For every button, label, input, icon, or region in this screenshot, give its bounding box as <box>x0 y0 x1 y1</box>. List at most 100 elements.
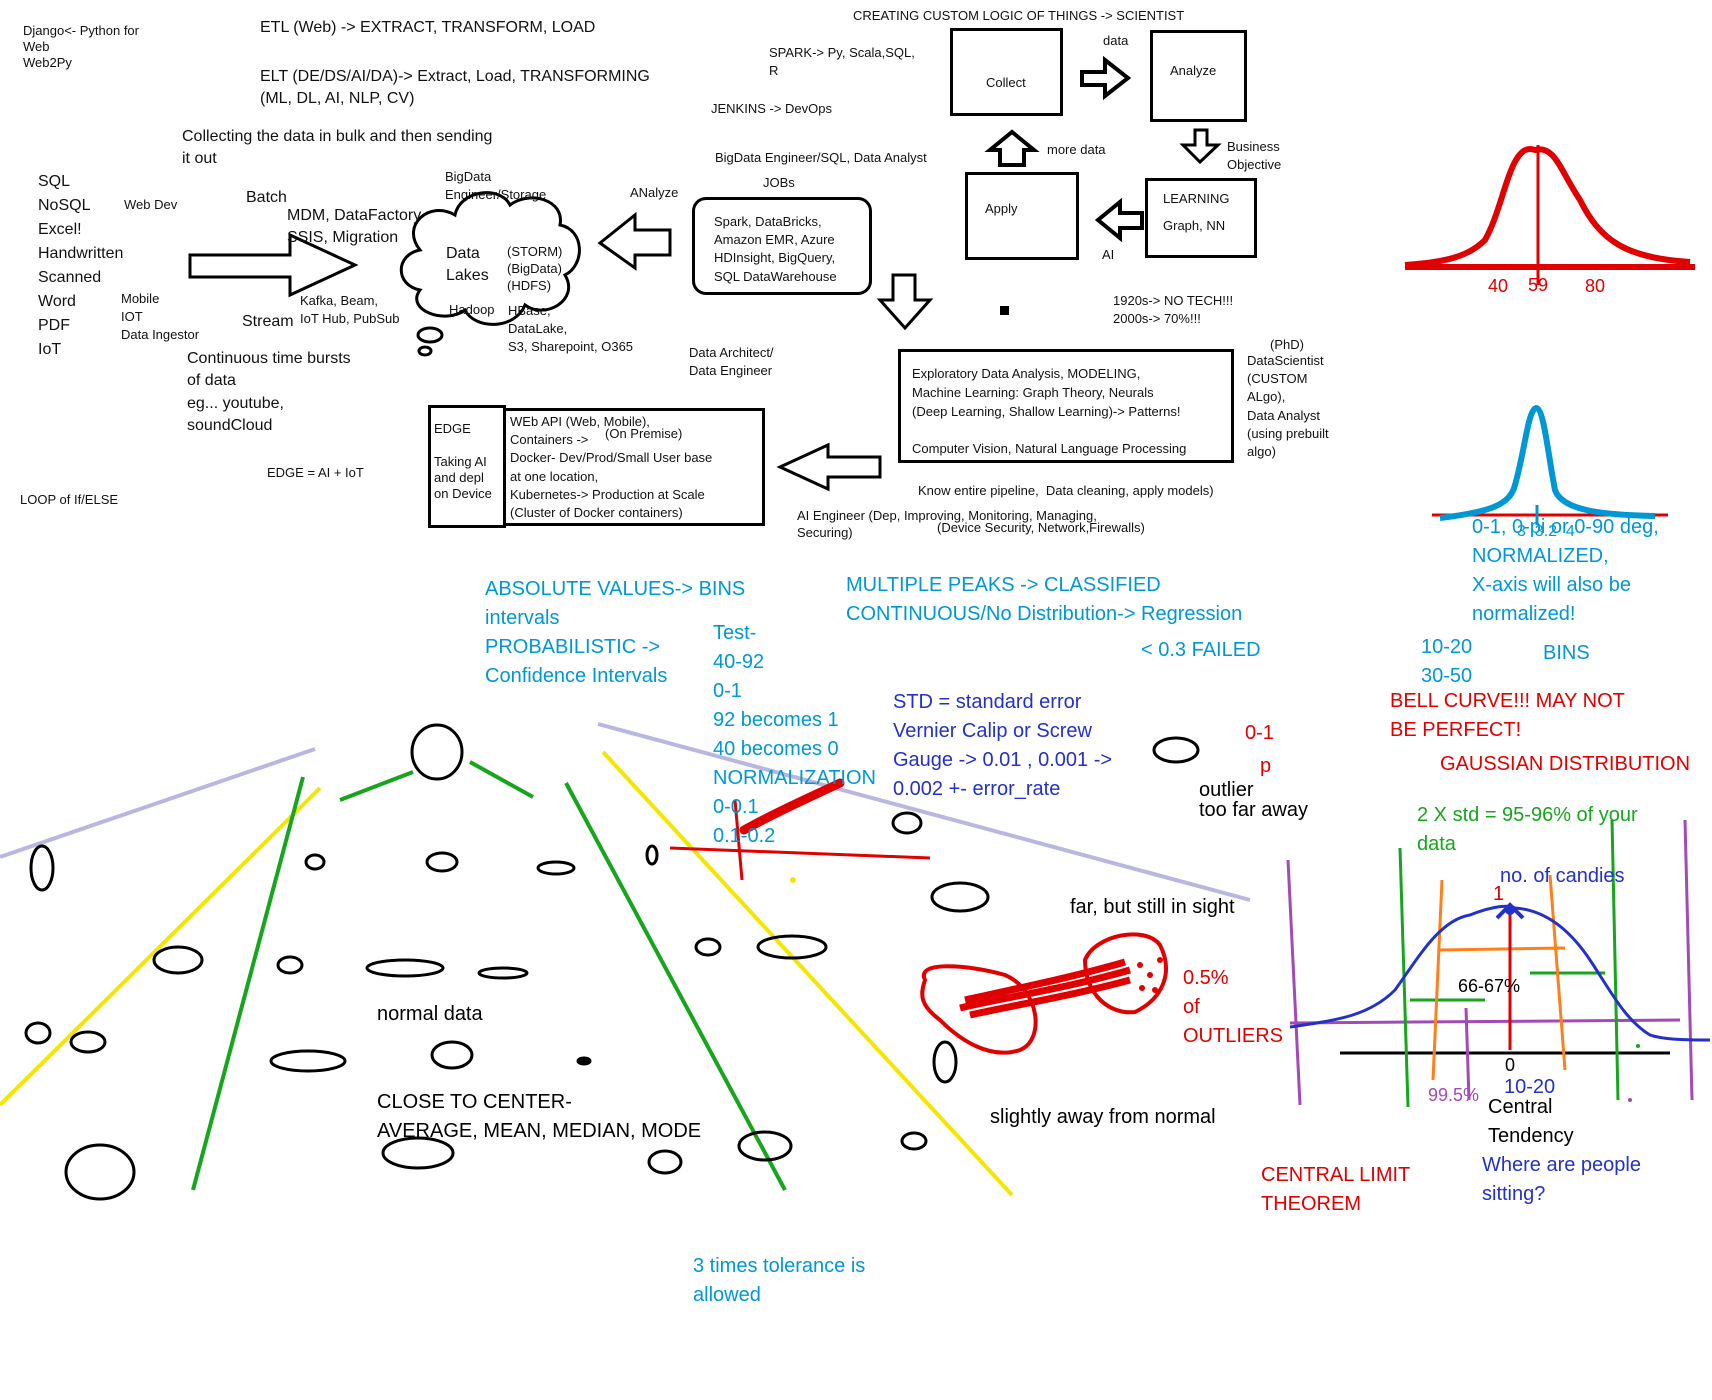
far-in-sight-label: far, but still in sight <box>1070 896 1235 918</box>
bins-label: BINS <box>1543 642 1590 664</box>
green-line-right <box>564 782 787 1191</box>
continuous-note: Continuous time bursts of data eg... you… <box>187 350 351 435</box>
dot <box>24 1021 52 1045</box>
tools-box <box>692 197 872 295</box>
on-premise-label: (On Premise) <box>605 426 683 441</box>
red-dot <box>1157 957 1163 963</box>
red-blob-right <box>1082 932 1168 1015</box>
central-tendency-label: Central Tendency <box>1488 1096 1574 1147</box>
slightly-away-label: slightly away from normal <box>990 1106 1216 1128</box>
tolerance-note: 3 times tolerance is allowed <box>693 1255 866 1306</box>
lavender-line-left <box>0 747 316 859</box>
history-note: 1920s-> NO TECH!!! 2000s-> 70%!!! <box>1113 293 1234 327</box>
normalization-example: Test- 40-92 0-1 92 becomes 1 40 becomes … <box>713 622 876 847</box>
yellow-dot <box>790 877 796 883</box>
phd-label: (PhD) <box>1270 337 1304 352</box>
red-blob-left <box>920 964 1038 1055</box>
dot <box>536 860 576 876</box>
orange-vertical-left <box>1431 879 1444 1081</box>
collect-to-analyze-arrow <box>1080 55 1132 101</box>
learning-box <box>1145 178 1257 258</box>
center-dot <box>1000 306 1009 315</box>
green-dot <box>1636 1044 1640 1048</box>
bigdata-storage-label: BigData Engineer/Storage <box>445 169 547 203</box>
curve2-ticks: 3 3.2 4 <box>1517 523 1575 540</box>
dots <box>24 736 1200 1201</box>
dot <box>737 1130 793 1162</box>
mobile-iot-label: Mobile IOT Data Ingestor <box>121 291 200 343</box>
ai-arrow-label: AI <box>1102 247 1115 262</box>
pipeline-note: Know entire pipeline, Data cleaning, app… <box>918 483 1214 498</box>
dot <box>756 934 828 960</box>
dot <box>647 1149 683 1175</box>
jobs-label: JOBs <box>763 175 795 190</box>
learning-label: LEARNING Graph, NN <box>1163 191 1230 234</box>
batch-label: Batch <box>246 189 287 206</box>
red-dots <box>1137 957 1163 993</box>
red-dot <box>1147 972 1153 978</box>
api-box <box>503 408 765 526</box>
head-circle <box>410 723 464 781</box>
storm-label: (STORM) (BigData) (HDFS) <box>507 244 563 293</box>
business-objective-label: Business Objective <box>1227 139 1282 173</box>
apply-to-collect-arrow <box>984 129 1040 167</box>
data-lakes-cloud <box>399 191 581 326</box>
tools-list: Spark, DataBricks, Amazon EMR, Azure HDI… <box>714 214 837 284</box>
edge-equation: EDGE = AI + IoT <box>267 465 364 480</box>
curve1-tick-59: 59 <box>1528 275 1549 295</box>
jenkins-note: JENKINS -> DevOps <box>711 101 833 116</box>
edge-box-text: EDGE Taking AI and depl on Device <box>434 421 492 501</box>
dot <box>891 811 923 835</box>
dot <box>269 1049 347 1073</box>
yellow-line-left <box>0 786 322 1107</box>
analyze-to-learning-arrow <box>1179 128 1222 165</box>
red-cross-stroke <box>739 778 845 835</box>
analyze-arrow-label: ANalyze <box>630 185 679 200</box>
outlier-label: outlier too far away <box>1199 779 1308 821</box>
bell-curve-note: BELL CURVE!!! MAY NOT BE PERFECT! <box>1390 690 1625 741</box>
mdm-label: MDM, DataFactory SSIS, Migration <box>287 207 422 247</box>
dot <box>304 853 326 871</box>
red-dot <box>1137 962 1143 968</box>
elt-note: ELT (DE/DS/AI/DA)-> Extract, Load, TRANS… <box>260 68 650 108</box>
web-dev-label: Web Dev <box>124 197 178 212</box>
failed-threshold: < 0.3 FAILED <box>1141 639 1261 661</box>
people-sitting-note: Where are people sitting? <box>1482 1154 1641 1205</box>
yellow-line-right <box>601 750 1014 1197</box>
gauss-bin-label: 10-20 <box>1504 1076 1556 1098</box>
red-dot <box>1152 987 1158 993</box>
hbase-label: HBase, DataLake, S3, Sharepoint, O365 <box>508 303 634 355</box>
multiple-peaks-note: MULTIPLE PEAKS -> CLASSIFIED CONTINUOUS/… <box>846 574 1243 625</box>
green-line-left <box>191 776 305 1191</box>
collect-label: Collect <box>986 75 1026 90</box>
purple-horizontal <box>1289 1018 1681 1025</box>
bin-ranges: 10-20 30-50 <box>1421 636 1473 687</box>
dot <box>64 1143 136 1201</box>
dot <box>152 945 204 975</box>
dot <box>69 1030 107 1054</box>
gaussian-title: GAUSSIAN DISTRIBUTION <box>1440 753 1691 775</box>
curve1-bell <box>1404 146 1691 268</box>
hadoop-label: Hadoop <box>449 302 495 317</box>
red-scribble-connector <box>959 958 1131 1019</box>
kafka-label: Kafka, Beam, IoT Hub, PubSub <box>300 293 400 327</box>
orange-horizontal <box>1439 946 1566 952</box>
eda-text: Exploratory Data Analysis, MODELING, Mac… <box>912 366 1187 457</box>
red-cross-vertical <box>733 799 744 881</box>
api-box-text: WEb API (Web, Mobile), Containers -> Doc… <box>510 414 713 520</box>
cloud-bubble-2 <box>417 345 433 357</box>
apply-box <box>965 172 1079 260</box>
dot <box>276 955 304 975</box>
green-vertical-right <box>1610 819 1620 1101</box>
close-to-center-label: CLOSE TO CENTER- AVERAGE, MEAN, MEDIAN, … <box>377 1091 702 1142</box>
dot <box>425 851 459 873</box>
device-security-note: (Device Security, Network,Firewalls) <box>937 520 1145 535</box>
p-label: p <box>1260 755 1272 777</box>
curve2-peak <box>1439 404 1656 521</box>
bigdata-engineer-role: BigData Engineer/SQL, Data Analyst <box>715 150 927 165</box>
zero-one-label: 0-1 <box>1245 722 1274 744</box>
django-note: Django<- Python for Web Web2Py <box>23 23 139 70</box>
stream-label: Stream <box>242 313 294 330</box>
